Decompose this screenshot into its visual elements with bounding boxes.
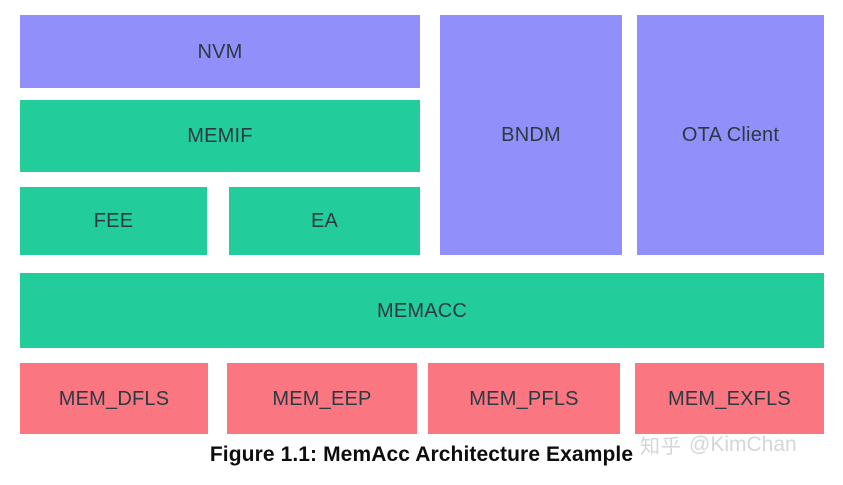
block-memif: MEMIF bbox=[20, 100, 420, 172]
block-fee: FEE bbox=[20, 187, 207, 255]
block-ota-client: OTA Client bbox=[637, 15, 824, 255]
figure-caption: Figure 1.1: MemAcc Architecture Example bbox=[209, 443, 634, 466]
block-nvm: NVM bbox=[20, 15, 420, 88]
block-memacc: MEMACC bbox=[20, 273, 824, 348]
block-mem-exfls: MEM_EXFLS bbox=[635, 363, 824, 434]
block-mem-eep: MEM_EEP bbox=[227, 363, 417, 434]
block-bndm: BNDM bbox=[440, 15, 622, 255]
block-ea: EA bbox=[229, 187, 420, 255]
block-mem-pfls: MEM_PFLS bbox=[428, 363, 620, 434]
block-mem-dfls: MEM_DFLS bbox=[20, 363, 208, 434]
